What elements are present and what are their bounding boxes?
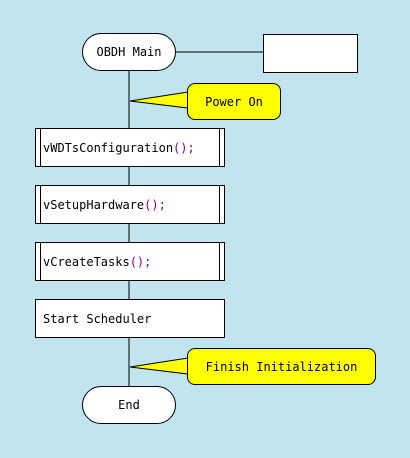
power-on-label: Power On bbox=[205, 94, 263, 109]
end-terminal: End bbox=[82, 386, 176, 424]
finish-callout-tail bbox=[129, 357, 189, 375]
step-setup-hardware: vSetupHardware(); bbox=[35, 185, 225, 224]
step-label: Start Scheduler bbox=[43, 311, 152, 326]
start-label: OBDH Main bbox=[96, 45, 162, 59]
step-label: vSetupHardware(); bbox=[43, 197, 166, 212]
end-label: End bbox=[118, 398, 140, 412]
step-label: vCreateTasks(); bbox=[43, 254, 152, 269]
step-create-tasks: vCreateTasks(); bbox=[35, 242, 225, 281]
finish-init-label: Finish Initialization bbox=[205, 359, 358, 374]
power-on-callout-tail bbox=[129, 91, 189, 109]
finish-init-note: Finish Initialization bbox=[187, 348, 376, 385]
start-terminal: OBDH Main bbox=[82, 33, 176, 71]
power-on-note: Power On bbox=[187, 83, 281, 120]
side-box bbox=[263, 34, 358, 73]
step-start-scheduler: Start Scheduler bbox=[35, 299, 225, 338]
step-label: vWDTsConfiguration(); bbox=[43, 140, 195, 155]
step-wdts-configuration: vWDTsConfiguration(); bbox=[35, 128, 225, 167]
